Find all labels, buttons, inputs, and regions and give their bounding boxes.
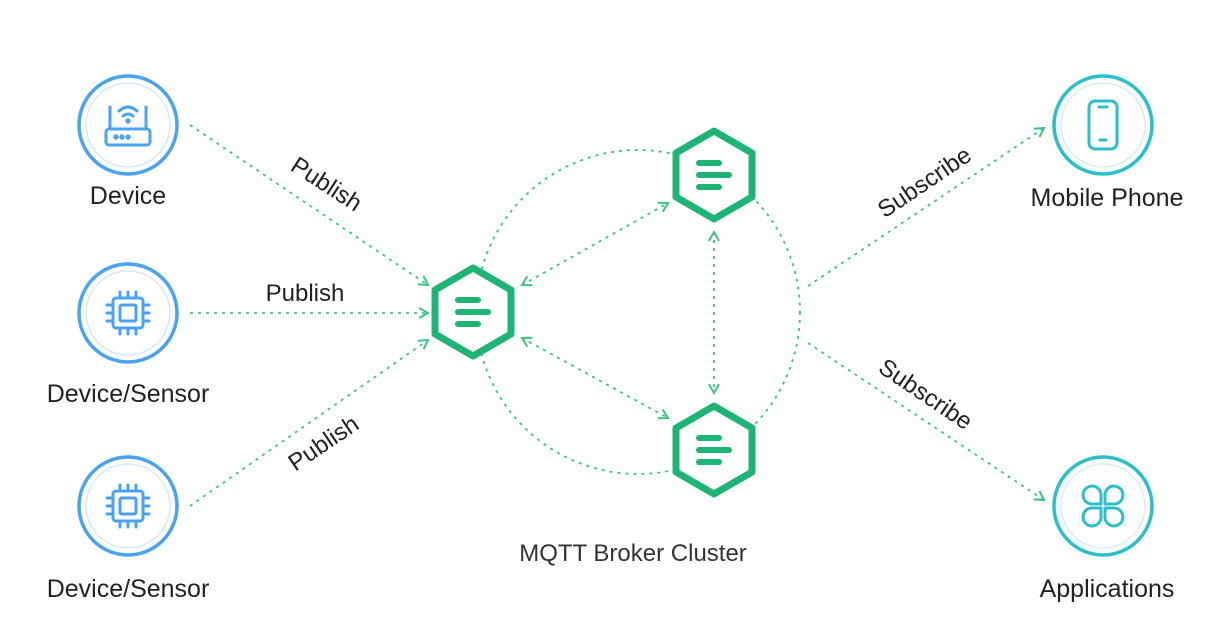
broker-node-bottom bbox=[672, 402, 756, 498]
publish-edge-1 bbox=[189, 124, 430, 287]
source-node-sensor-2 bbox=[77, 455, 179, 557]
target-label-mobile: Mobile Phone bbox=[1030, 184, 1184, 212]
broker-icon bbox=[696, 160, 732, 190]
target-node-mobile bbox=[1052, 74, 1154, 176]
router-icon bbox=[104, 105, 152, 147]
apps-grid-icon bbox=[1081, 484, 1125, 528]
broker-node-top bbox=[672, 127, 756, 223]
source-node-sensor-1 bbox=[77, 262, 179, 364]
source-label-sensor-1: Device/Sensor bbox=[46, 380, 210, 408]
broker-node-left bbox=[431, 264, 515, 360]
source-node-device bbox=[77, 74, 179, 176]
chip-icon bbox=[105, 290, 151, 336]
subscribe-edge-1 bbox=[807, 126, 1046, 287]
target-node-applications bbox=[1052, 455, 1154, 557]
subscribe-edge-2 bbox=[807, 342, 1046, 502]
broker-icon bbox=[455, 297, 491, 327]
broker-link-top-left bbox=[520, 201, 670, 287]
mobile-phone-icon bbox=[1087, 99, 1119, 151]
cluster-ring bbox=[475, 149, 801, 475]
source-label-sensor-2: Device/Sensor bbox=[46, 575, 210, 603]
chip-icon bbox=[105, 483, 151, 529]
broker-icon bbox=[696, 435, 732, 465]
publish-edge-3 bbox=[189, 338, 430, 507]
cluster-label: MQTT Broker Cluster bbox=[519, 540, 747, 567]
broker-link-left-bottom bbox=[520, 336, 670, 420]
target-label-applications: Applications bbox=[1039, 575, 1175, 603]
source-label-device: Device bbox=[89, 182, 167, 210]
publish-label-2: Publish bbox=[265, 280, 345, 307]
